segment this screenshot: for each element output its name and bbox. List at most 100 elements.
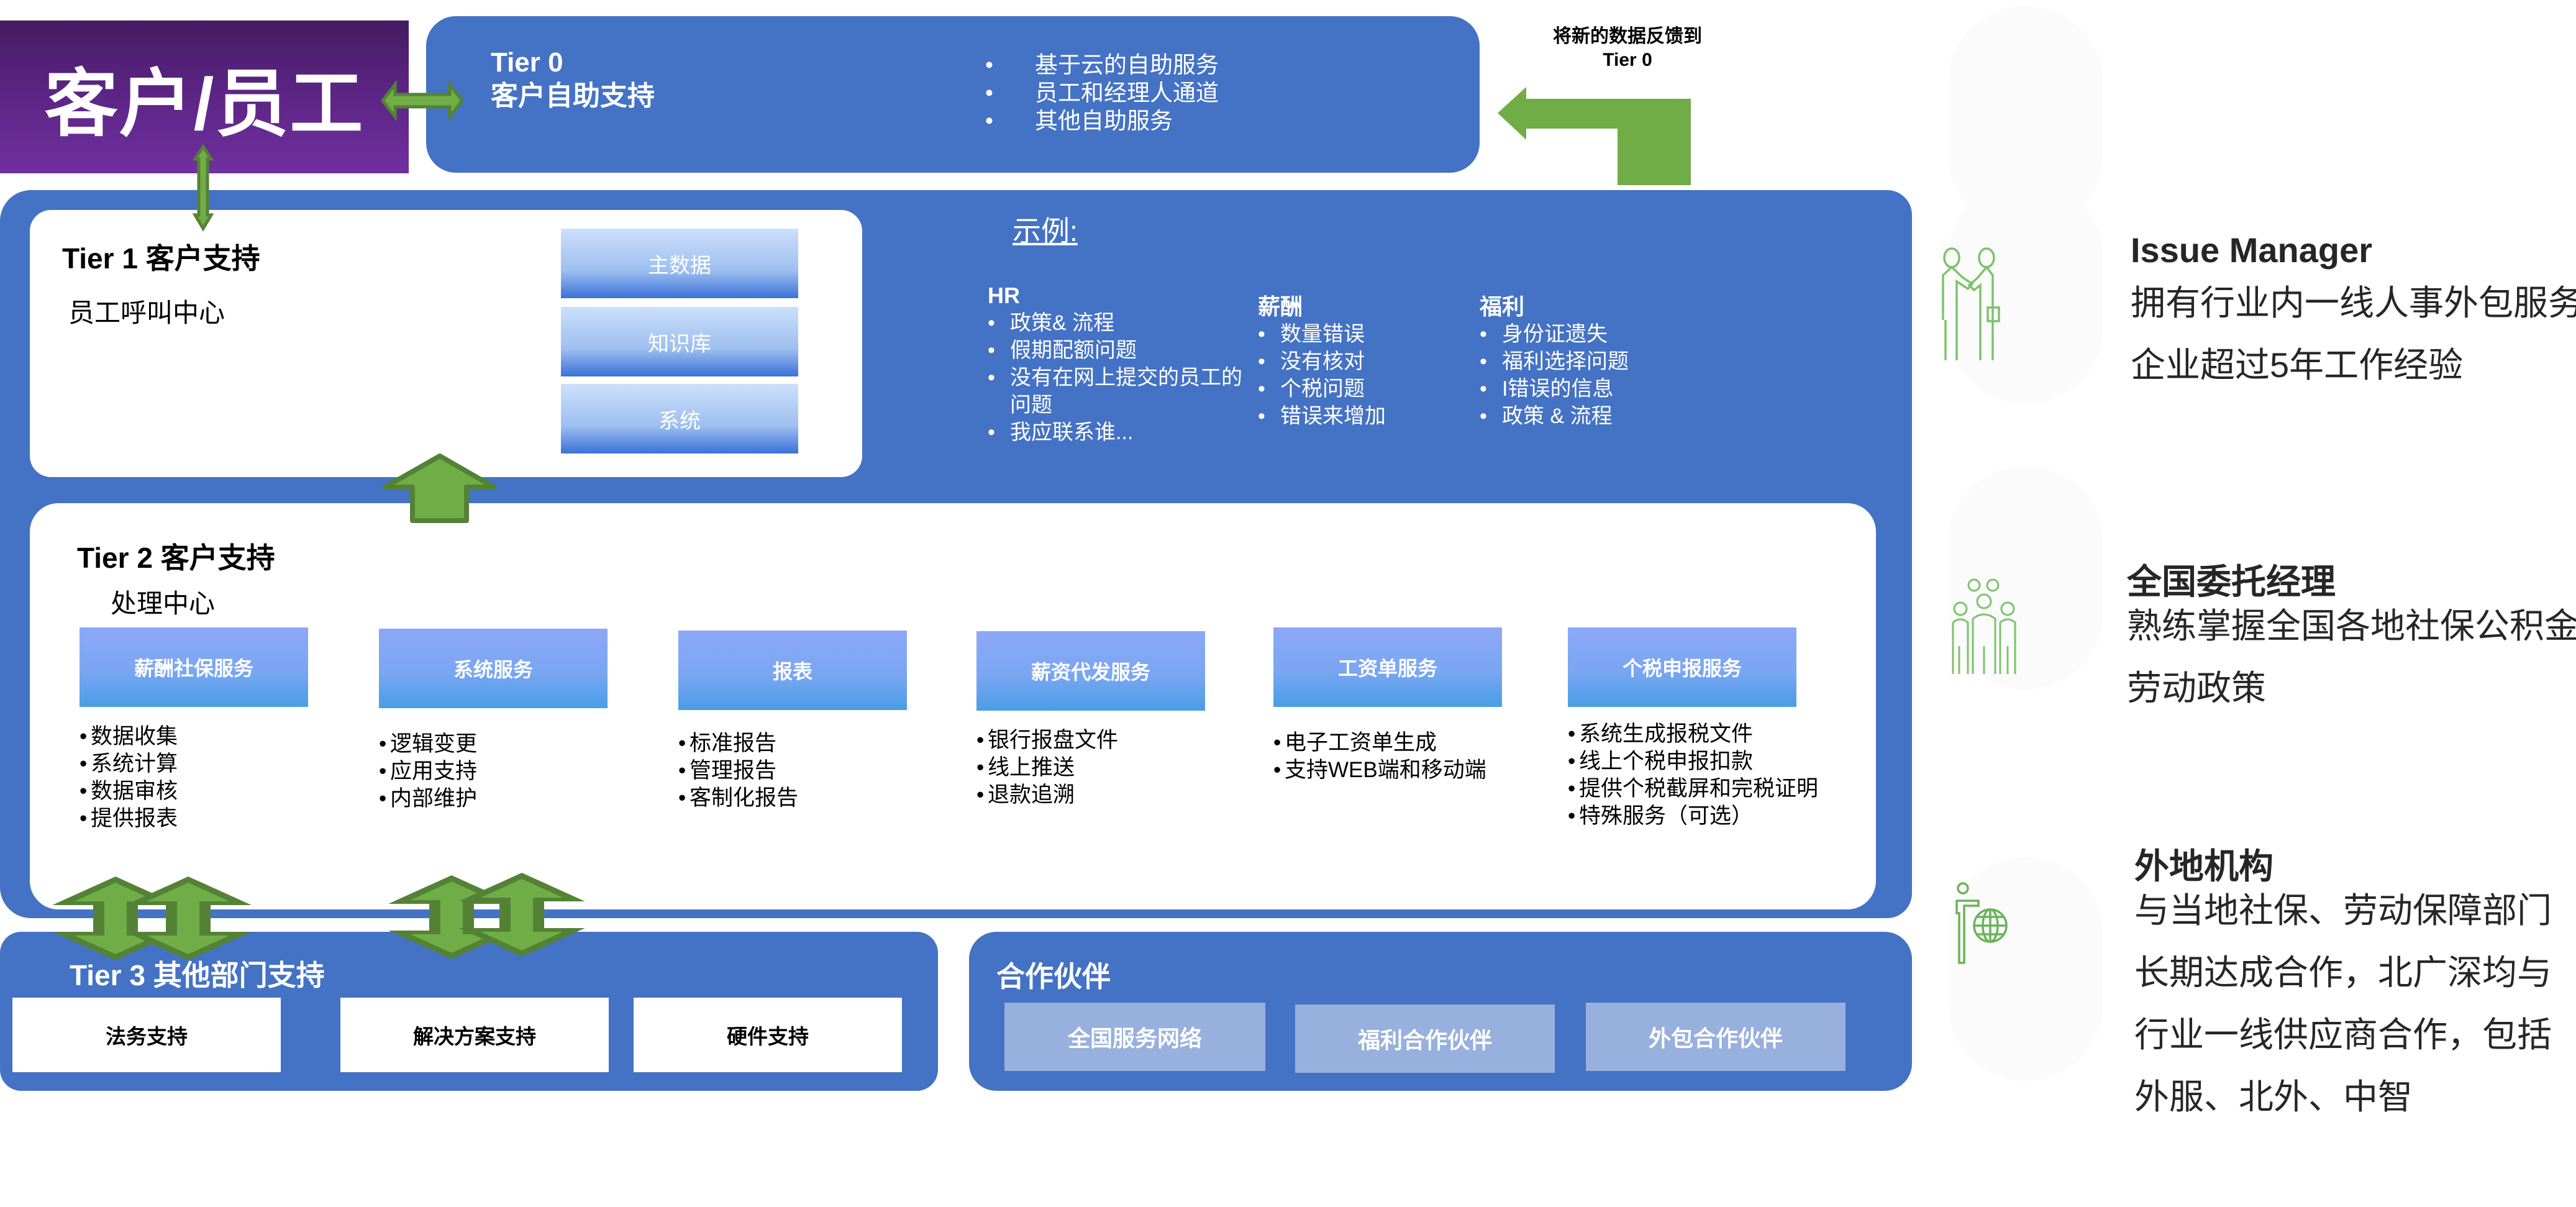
- partner-benefits: 福利合作伙伴: [1295, 1004, 1555, 1073]
- service-item: 支持WEB端和移动端: [1273, 757, 1502, 784]
- tier0-tier-label: Tier 0: [491, 47, 563, 78]
- examples-hr-column: HR 政策& 流程 假期配额问题 没有在网上提交的员工的问题 我应联系谁...: [988, 282, 1255, 446]
- right-item-text: 熟练掌握全国各地社保公积金劳动政策: [2127, 606, 2576, 708]
- service-item: 电子工资单生成: [1273, 729, 1502, 757]
- tier3-solution-support: 解决方案支持: [340, 998, 609, 1072]
- resource-system: 系统: [561, 384, 798, 453]
- service-header: 工资单服务: [1273, 627, 1502, 707]
- decor-circle: [1948, 466, 2103, 690]
- partner-national-network: 全国服务网络: [1004, 1003, 1265, 1071]
- example-item: 身份证遗失: [1480, 321, 1691, 348]
- service-item: 提供个税截屏和完税证明: [1568, 775, 1818, 803]
- example-item: 我应联系谁...: [988, 419, 1255, 446]
- partners-panel: 合作伙伴 全国服务网络 福利合作伙伴 外包合作伙伴: [969, 932, 1912, 1091]
- service-tax-filing: 个税申报服务 系统生成报税文件 线上个税申报扣款 提供个税截屏和完税证明 特殊服…: [1568, 627, 1818, 830]
- example-item: I错误的信息: [1480, 375, 1691, 403]
- service-item: 特殊服务（可选）: [1568, 803, 1796, 830]
- example-item: 个税问题: [1258, 375, 1444, 403]
- service-header: 系统服务: [379, 629, 608, 708]
- examples-heading: 示例:: [1013, 215, 1078, 247]
- service-payroll-social: 薪酬社保服务 数据收集 系统计算 数据审核 提供报表: [80, 627, 308, 832]
- feedback-arrow-icon: [1498, 87, 1691, 185]
- partners-title: 合作伙伴: [996, 960, 1111, 993]
- right-item-title: Issue Manager: [2131, 230, 2373, 270]
- examples-payroll-column: 薪酬 数量错误 没有核对 个税问题 错误来增加: [1258, 293, 1444, 430]
- examples-column-title: 薪酬: [1258, 294, 1303, 319]
- double-arrow-horizontal-icon: [380, 80, 465, 122]
- tier0-list: 基于云的自助服务 员工和经理人通道 其他自助服务: [985, 51, 1219, 135]
- tier3-panel: Tier 3 其他部门支持 法务支持 解决方案支持 硬件支持: [0, 932, 938, 1091]
- double-arrow-vertical-icon: [458, 872, 585, 957]
- feedback-line2: Tier 0: [1603, 50, 1652, 70]
- service-item: 银行报盘文件: [976, 727, 1205, 754]
- tier2-panel: Tier 2 客户支持 处理中心 薪酬社保服务 数据收集 系统计算 数据审核 提…: [30, 503, 1876, 909]
- right-item-text: 拥有行业内一线人事外包服务企业超过5年工作经验: [2131, 283, 2576, 385]
- service-item: 内部维护: [379, 785, 608, 813]
- service-item: 数据收集: [80, 723, 308, 750]
- service-item: 系统生成报税文件: [1568, 721, 1796, 748]
- service-payslip: 工资单服务 电子工资单生成 支持WEB端和移动端: [1273, 627, 1502, 784]
- up-arrow-icon: [383, 453, 496, 523]
- main-support-panel: Tier 1 客户支持 员工呼叫中心 主数据 知识库 系统 示例: HR 政策&…: [0, 190, 1912, 918]
- example-item: 错误来增加: [1258, 403, 1444, 430]
- service-item: 退款追溯: [976, 781, 1205, 809]
- example-item: 政策 & 流程: [1480, 403, 1691, 430]
- examples-benefits-column: 福利 身份证遗失 福利选择问题 I错误的信息 政策 & 流程: [1480, 293, 1691, 430]
- service-item: 应用支持: [379, 758, 608, 785]
- tier0-item: 其他自助服务: [985, 107, 1219, 135]
- tier0-heading: Tier 0 客户自助支持: [491, 46, 655, 113]
- double-arrow-vertical-icon: [125, 876, 252, 961]
- example-item: 福利选择问题: [1480, 348, 1691, 375]
- service-item: 线上个税申报扣款: [1568, 748, 1796, 775]
- feedback-label: 将新的数据反馈到 Tier 0: [1534, 25, 1721, 72]
- tier3-title: Tier 3 其他部门支持: [70, 959, 325, 991]
- tier0-panel: Tier 0 客户自助支持 基于云的自助服务 员工和经理人通道 其他自助服务: [426, 16, 1480, 173]
- right-item-text: 与当地社保、劳动保障部门长期达成合作，北广深均与行业一线供应商合作，包括外服、北…: [2134, 891, 2552, 1116]
- tier0-item: 基于云的自助服务: [985, 51, 1219, 79]
- service-item: 逻辑变更: [379, 731, 608, 758]
- group-icon: [1952, 578, 2016, 674]
- tier2-subtitle: 处理中心: [111, 589, 216, 618]
- service-item: 标准报告: [678, 730, 907, 757]
- example-item: 假期配额问题: [988, 337, 1255, 364]
- tier1-subtitle: 员工呼叫中心: [68, 298, 225, 327]
- service-item: 客制化报告: [678, 785, 907, 812]
- service-reports: 报表 标准报告 管理报告 客制化报告: [678, 631, 907, 812]
- service-header: 报表: [678, 631, 907, 710]
- tier0-item: 员工和经理人通道: [985, 79, 1219, 107]
- tier0-title: 客户自助支持: [491, 81, 655, 111]
- double-arrow-vertical-icon: [52, 876, 179, 961]
- service-system: 系统服务 逻辑变更 应用支持 内部维护: [379, 629, 608, 813]
- service-item: 系统计算: [80, 750, 308, 778]
- service-header: 薪酬社保服务: [80, 627, 308, 707]
- right-item-title: 全国委托经理: [2127, 562, 2336, 601]
- service-header: 个税申报服务: [1568, 627, 1796, 707]
- resource-master-data: 主数据: [561, 229, 798, 298]
- example-item: 没有在网上提交的员工的问题: [988, 364, 1255, 419]
- tier3-hardware-support: 硬件支持: [634, 998, 902, 1072]
- decor-circle: [1948, 180, 2103, 404]
- person-globe-icon: [1955, 882, 2008, 964]
- tier1-title: Tier 1 客户支持: [62, 242, 260, 275]
- example-item: 没有核对: [1258, 348, 1444, 375]
- customer-label: 客户/员工: [44, 63, 365, 145]
- tier1-panel: Tier 1 客户支持 员工呼叫中心 主数据 知识库 系统: [30, 210, 862, 477]
- tier2-title: Tier 2 客户支持: [77, 542, 275, 574]
- examples-column-title: 福利: [1480, 294, 1525, 319]
- right-item-title: 外地机构: [2134, 847, 2273, 886]
- handshake-icon: [1942, 247, 2000, 360]
- resource-knowledge-base: 知识库: [561, 307, 798, 376]
- examples-column-title: HR: [988, 283, 1020, 308]
- service-header: 薪资代发服务: [976, 631, 1205, 711]
- example-item: 数量错误: [1258, 321, 1444, 348]
- service-item: 管理报告: [678, 757, 907, 785]
- service-salary-disbursement: 薪资代发服务 银行报盘文件 线上推送 退款追溯: [976, 631, 1205, 809]
- example-item: 政策& 流程: [988, 309, 1255, 337]
- service-item: 提供报表: [80, 805, 308, 832]
- service-item: 数据审核: [80, 778, 308, 805]
- feedback-line1: 将新的数据反馈到: [1553, 26, 1702, 47]
- double-arrow-vertical-icon: [192, 143, 214, 232]
- service-item: 线上推送: [976, 754, 1205, 781]
- partner-outsourcing: 外包合作伙伴: [1586, 1003, 1846, 1071]
